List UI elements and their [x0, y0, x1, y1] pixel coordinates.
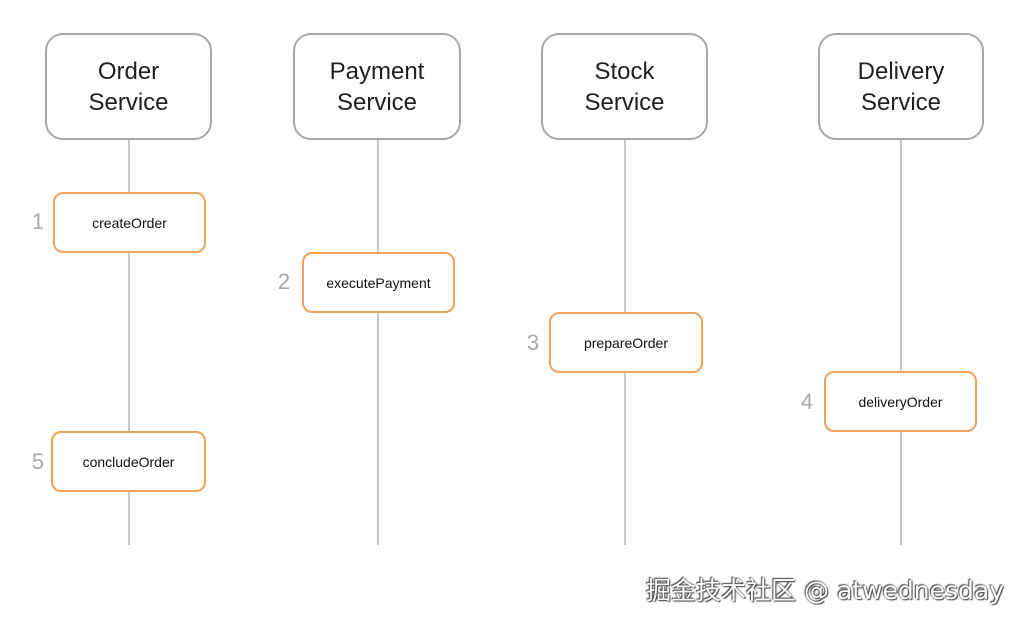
step-conclude-order: concludeOrder [51, 431, 206, 492]
step-number-1: 1 [31, 209, 45, 234]
service-title-line1: Order [97, 57, 160, 85]
payment-service-box: Payment Service [293, 33, 461, 140]
step-number-5: 5 [31, 449, 45, 474]
service-title-line2: Service [336, 88, 418, 116]
step-delivery-order: deliveryOrder [824, 371, 977, 432]
service-title-line1: Stock [594, 57, 655, 85]
service-title-line2: Service [584, 88, 665, 116]
step-number-3: 3 [526, 330, 540, 355]
watermark-text: 掘金技术社区 @ atwednesday [646, 576, 1004, 605]
lifeline-order-service [128, 140, 130, 545]
step-prepare-order: prepareOrder [549, 312, 703, 373]
service-title-line2: Service [88, 88, 169, 116]
lifeline-payment-service [377, 140, 379, 545]
step-execute-payment: executePayment [302, 252, 455, 313]
lifeline-delivery-service [900, 140, 902, 545]
stock-service-box: Stock Service [541, 33, 708, 140]
service-title-line2: Service [860, 88, 942, 116]
step-number-4: 4 [800, 389, 814, 414]
service-title-line1: Delivery [857, 57, 945, 85]
step-create-order: createOrder [53, 192, 206, 253]
service-title-line1: Payment [329, 57, 425, 85]
delivery-service-box: Delivery Service [818, 33, 984, 140]
step-number-2: 2 [277, 269, 291, 294]
order-service-box: Order Service [45, 33, 212, 140]
